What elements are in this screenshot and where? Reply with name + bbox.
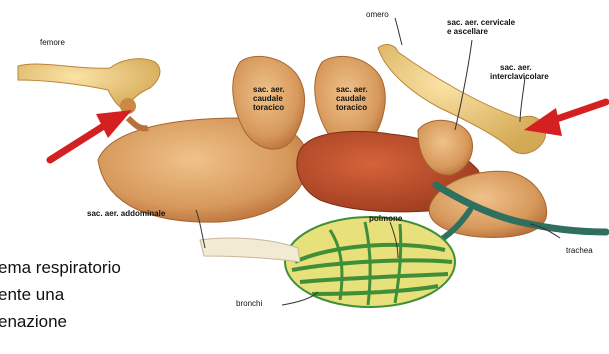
label-caudal-2: caudale (253, 94, 283, 103)
bronchi (200, 238, 300, 262)
label-trachea: trachea (566, 246, 593, 255)
label-omero: omero (366, 10, 389, 19)
femur-bone (18, 59, 160, 114)
label-caudal-3: toracico (253, 103, 284, 112)
label-femore: femore (40, 38, 65, 47)
caption-line-2: ente una (0, 285, 64, 305)
label-interclavicular-2: interclavicolare (490, 72, 549, 81)
label-caudal-b-1: sac. aer. (336, 85, 368, 94)
label-bronchi: bronchi (236, 299, 262, 308)
caption-line-1: ema respiratorio (0, 258, 121, 278)
label-caudal-b-2: caudale (336, 94, 366, 103)
lung (285, 217, 455, 307)
label-cervical-2: e ascellare (447, 27, 488, 36)
label-polmone: polmone (369, 214, 402, 223)
label-caudal-1: sac. aer. (253, 85, 285, 94)
label-cervical-1: sac. aer. cervicale (447, 18, 515, 27)
caption-line-3: enazione (0, 312, 67, 332)
label-abdominal: sac. aer. addominale (87, 209, 165, 218)
label-caudal-b-3: toracico (336, 103, 367, 112)
label-interclavicular-1: sac. aer. (500, 63, 532, 72)
